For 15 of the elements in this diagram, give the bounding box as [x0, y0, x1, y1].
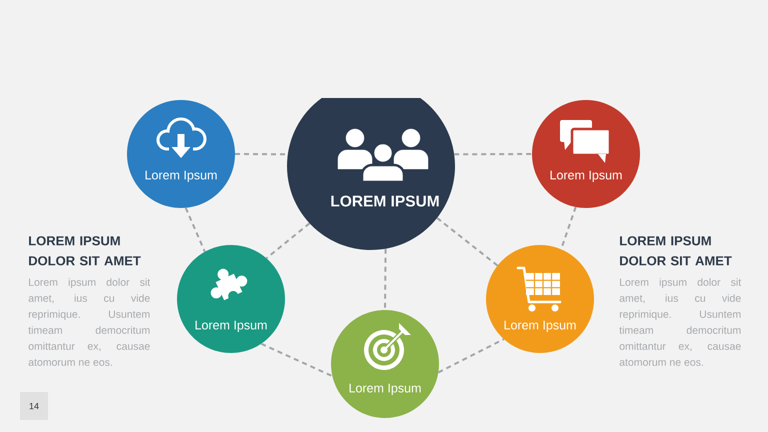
dashed-connector — [184, 207, 206, 252]
dashed-connector — [235, 153, 288, 156]
heading: LOREM IPSUM DOLOR SIT AMET — [620, 236, 732, 266]
dashed-connector — [384, 248, 387, 310]
dashed-connector — [454, 153, 532, 156]
dashed-connector — [266, 222, 310, 260]
page-number: 14 — [20, 392, 48, 420]
paragraph: Lorem ipsum dolor sit amet, ius cu vide reprimique. Usuntem timeam democritum omittantur ex, causae atomorum ne eos. — [619, 278, 742, 366]
dashed-connector — [436, 217, 498, 266]
heading: LOREM IPSUM DOLOR SIT AMET — [29, 236, 141, 266]
dashed-connector — [260, 342, 333, 378]
dashed-connector — [438, 338, 504, 374]
circle-node: Lorem Ipsum — [486, 245, 594, 353]
circle-node: Lorem Ipsum — [177, 245, 285, 353]
paragraph: Lorem ipsum dolor sit amet, ius cu vide reprimique. Usuntem timeam democritum omittantur ex, causae atomorum ne eos. — [28, 278, 150, 366]
